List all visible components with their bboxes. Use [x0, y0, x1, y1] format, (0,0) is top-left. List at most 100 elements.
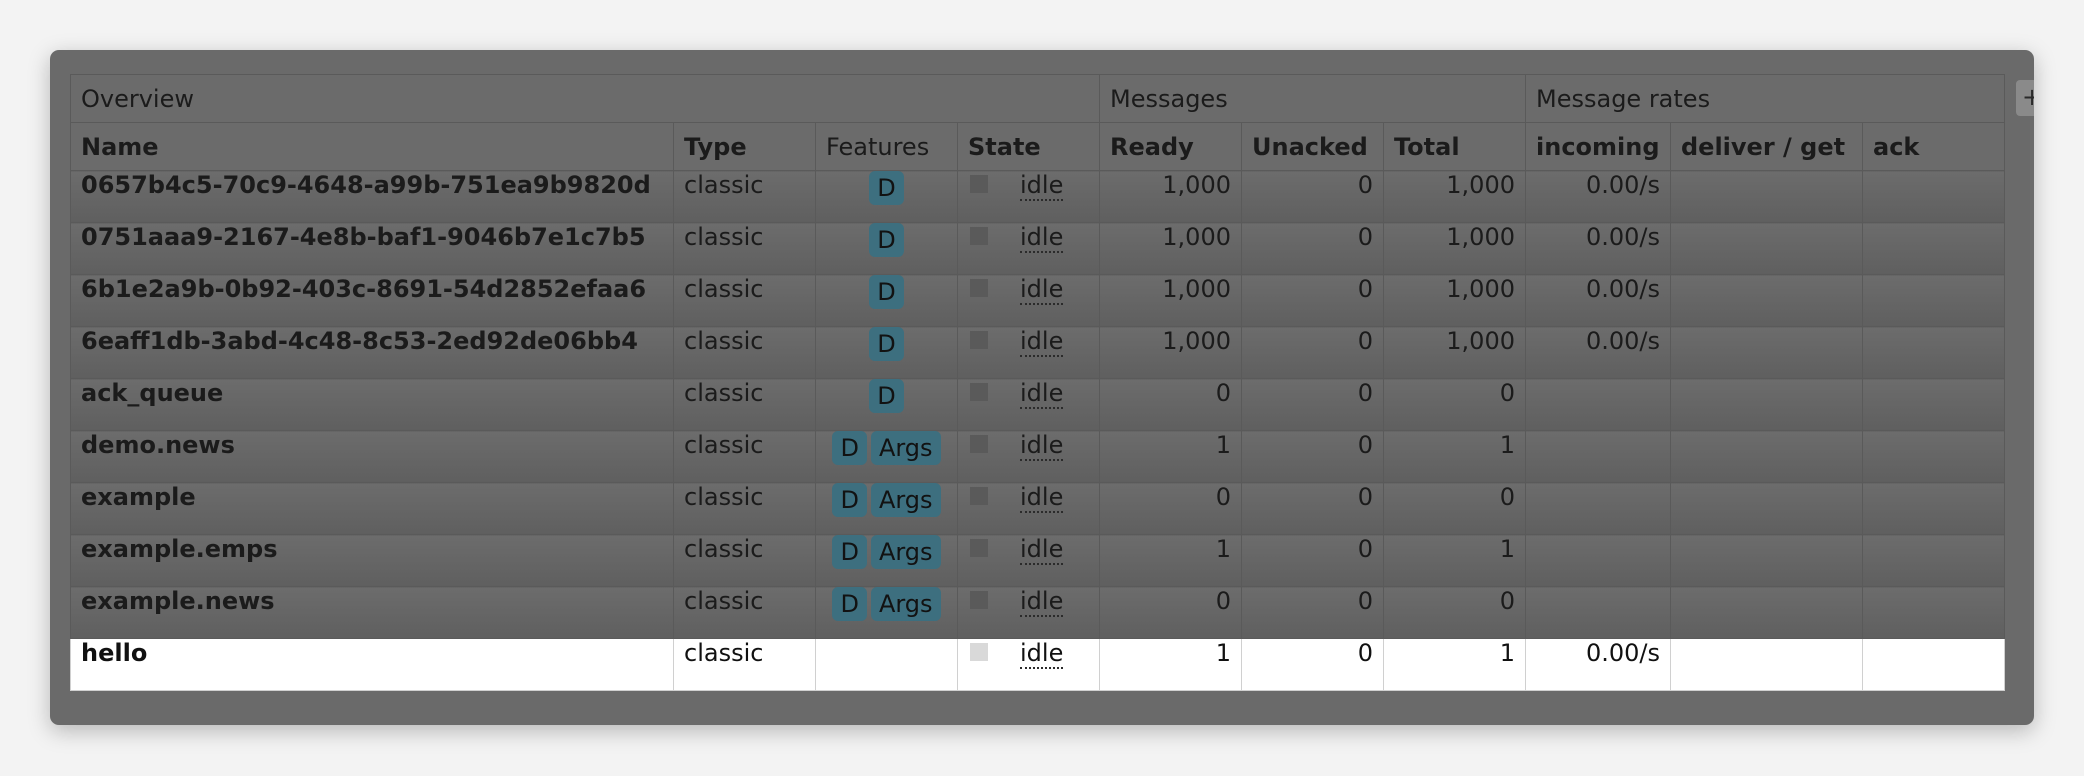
rate-incoming: 0.00/s: [1525, 326, 1671, 379]
messages-ready: 1: [1099, 638, 1242, 691]
queue-state: idle: [957, 274, 1100, 327]
queue-name-link[interactable]: example: [70, 482, 674, 535]
column-header-total[interactable]: Total: [1383, 122, 1526, 171]
column-header-unacked[interactable]: Unacked: [1241, 122, 1384, 171]
state-indicator: idle: [968, 224, 1089, 260]
messages-unacked: 0: [1241, 274, 1384, 327]
queue-type: classic: [673, 482, 816, 535]
durable-badge: D: [832, 431, 867, 465]
messages-ready: 1: [1099, 534, 1242, 587]
rate-ack: [1861, 378, 2006, 431]
args-badge: Args: [870, 431, 941, 465]
durable-badge: D: [869, 171, 904, 205]
column-header-ready[interactable]: Ready: [1099, 122, 1242, 171]
rate-ack: [1861, 430, 2006, 483]
column-header-ack[interactable]: ack: [1861, 122, 2006, 171]
queue-name-link[interactable]: demo.news: [70, 430, 674, 483]
queue-features: [815, 638, 958, 691]
queues-modal-panel: + Overview Messages Message rates Name T…: [50, 50, 2034, 725]
state-square-icon: [970, 175, 988, 193]
rate-incoming: [1525, 534, 1671, 587]
column-header-name[interactable]: Name: [70, 122, 674, 171]
expand-columns-button[interactable]: +: [2016, 80, 2034, 116]
rate-ack: [1861, 482, 2006, 535]
rate-ack: [1861, 222, 2006, 275]
messages-unacked: 0: [1241, 222, 1384, 275]
rate-ack: [1861, 274, 2006, 327]
queue-state: idle: [957, 170, 1100, 223]
rate-ack: [1861, 534, 2006, 587]
state-indicator: idle: [968, 588, 1089, 624]
queue-type: classic: [673, 378, 816, 431]
durable-badge: D: [832, 587, 867, 621]
rate-incoming: 0.00/s: [1525, 274, 1671, 327]
rate-deliver-get: [1670, 638, 1863, 691]
messages-total: 0: [1383, 482, 1526, 535]
queue-state: idle: [957, 222, 1100, 275]
queue-name-link[interactable]: hello: [70, 638, 674, 691]
durable-badge: D: [869, 275, 904, 309]
rate-incoming: [1525, 430, 1671, 483]
state-label: idle: [1020, 431, 1064, 461]
state-label: idle: [1020, 327, 1064, 357]
rate-deliver-get: [1670, 222, 1863, 275]
queue-type: classic: [673, 430, 816, 483]
state-label: idle: [1020, 639, 1064, 669]
column-header-deliver-get[interactable]: deliver / get: [1670, 122, 1863, 171]
queue-features: D: [815, 378, 958, 431]
column-header-type[interactable]: Type: [673, 122, 816, 171]
column-header-incoming[interactable]: incoming: [1525, 122, 1671, 171]
queue-name-link[interactable]: 0751aaa9-2167-4e8b-baf1-9046b7e1c7b5: [70, 222, 674, 275]
header-column-row: Name Type Features State Ready Unacked T…: [70, 122, 2006, 171]
rate-ack: [1861, 326, 2006, 379]
queue-type: classic: [673, 534, 816, 587]
messages-unacked: 0: [1241, 534, 1384, 587]
durable-badge: D: [869, 223, 904, 257]
state-label: idle: [1020, 171, 1064, 201]
durable-badge: D: [869, 327, 904, 361]
state-square-icon: [970, 643, 988, 661]
queue-name-link[interactable]: example.news: [70, 586, 674, 639]
rate-incoming: [1525, 378, 1671, 431]
durable-badge: D: [869, 379, 904, 413]
queue-name-link[interactable]: 0657b4c5-70c9-4648-a99b-751ea9b9820d: [70, 170, 674, 223]
queue-name-link[interactable]: example.emps: [70, 534, 674, 587]
args-badge: Args: [870, 587, 941, 621]
group-header-message-rates: Message rates: [1524, 74, 2006, 123]
state-indicator: idle: [968, 639, 1089, 676]
state-square-icon: [970, 435, 988, 453]
queue-type: classic: [673, 274, 816, 327]
messages-ready: 1,000: [1099, 222, 1242, 275]
queue-state: idle: [957, 430, 1100, 483]
rate-deliver-get: [1670, 326, 1863, 379]
queues-table: Overview Messages Message rates Name Typ…: [70, 74, 2006, 691]
queue-state: idle: [957, 326, 1100, 379]
args-badge: Args: [870, 483, 941, 517]
queue-type: classic: [673, 638, 816, 691]
rate-incoming: 0.00/s: [1525, 638, 1671, 691]
queue-name-link[interactable]: ack_queue: [70, 378, 674, 431]
queue-name-link[interactable]: 6eaff1db-3abd-4c48-8c53-2ed92de06bb4: [70, 326, 674, 379]
state-indicator: idle: [968, 380, 1089, 416]
queue-name-link[interactable]: 6b1e2a9b-0b92-403c-8691-54d2852efaa6: [70, 274, 674, 327]
messages-unacked: 0: [1241, 482, 1384, 535]
rate-ack: [1861, 170, 2006, 223]
messages-total: 1,000: [1383, 170, 1526, 223]
state-square-icon: [970, 487, 988, 505]
column-header-state[interactable]: State: [957, 122, 1100, 171]
group-header-messages: Messages: [1099, 74, 1526, 123]
state-indicator: idle: [968, 484, 1089, 520]
messages-unacked: 0: [1241, 638, 1384, 691]
column-header-features: Features: [815, 122, 958, 171]
rate-deliver-get: [1670, 378, 1863, 431]
